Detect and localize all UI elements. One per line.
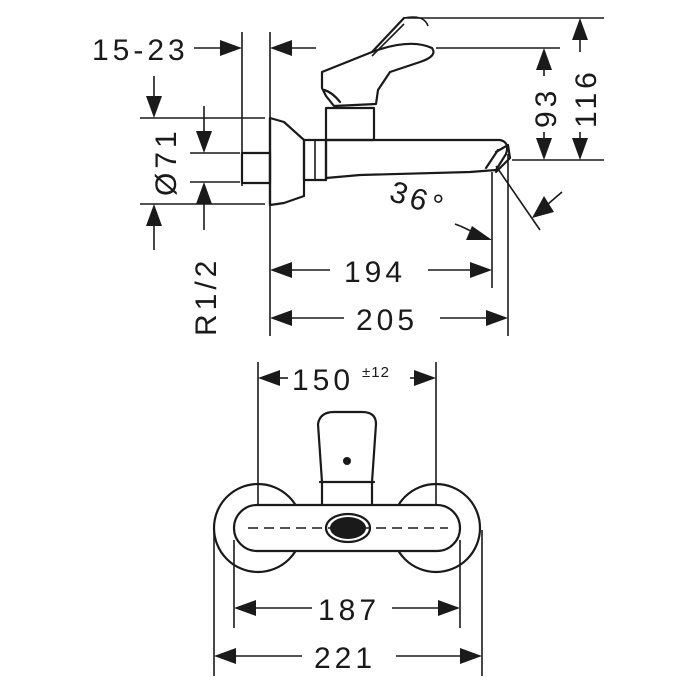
dim-r12-label: R1/2 [190,257,223,336]
dim-36deg-arrows [454,191,563,240]
front-view: 150 ±12 187 221 [212,362,483,676]
dim-221-label: 221 [314,642,376,675]
lever-handle [320,16,435,108]
dim-116-label: 116 [570,68,603,128]
dim-150-tolerance: ±12 [362,364,390,381]
dim-r12-arrows [196,106,212,230]
faucet-body [324,106,512,182]
side-view: 15-23 Ø71 R1/2 93 [92,16,604,337]
dim-205-label: 205 [356,304,418,337]
front-extension-lines [213,362,483,676]
dim-93-label: 93 [530,87,563,128]
dim-15-23-label: 15-23 [92,34,189,67]
dim-15-23-arrows [194,40,316,56]
dim-116-arrows [572,18,588,160]
dim-150-label: 150 [292,364,354,397]
front-lever [316,410,378,507]
dim-d71-label: Ø71 [150,127,183,196]
dim-187-arrows [234,600,460,616]
dim-d71-arrows [146,76,162,250]
dim-93-arrows [536,48,552,160]
extension-lines [140,17,604,336]
dim-187-label: 187 [318,594,380,627]
wall-connection [240,116,328,207]
dim-150-arrows [258,370,436,386]
dim-36deg-label: 36° [386,175,451,224]
dim-194-arrows [270,262,492,278]
dim-221-arrows [214,648,482,664]
dim-205-arrows [270,310,508,326]
dim-194-label: 194 [344,256,406,289]
